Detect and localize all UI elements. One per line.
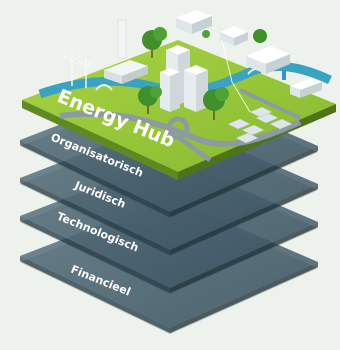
energy-hub-platform: Energy Hub <box>22 10 336 180</box>
solar-panels-icon <box>227 106 293 144</box>
tree-trunks <box>147 50 215 120</box>
factory-roof <box>104 60 148 76</box>
truck-icon <box>290 78 322 98</box>
bridge-west <box>95 84 113 91</box>
charging-station-icon <box>282 70 286 80</box>
power-lines <box>221 39 251 113</box>
office-towers <box>160 45 208 112</box>
road-east <box>239 88 301 120</box>
lab-building <box>176 10 212 24</box>
road-main <box>59 110 302 147</box>
warehouse <box>246 46 290 64</box>
wind-turbine-icon <box>63 52 94 88</box>
road-south <box>176 134 212 163</box>
trees <box>138 27 267 111</box>
chimney <box>117 19 127 59</box>
